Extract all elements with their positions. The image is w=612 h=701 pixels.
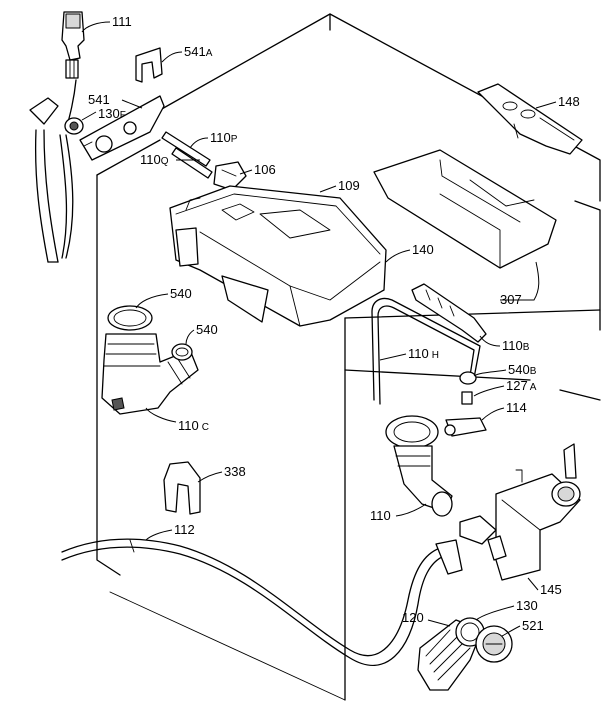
nut-130f xyxy=(64,117,84,135)
callout-110q: 110Q xyxy=(140,152,169,167)
callout-541a: 541A xyxy=(184,44,213,59)
clamp-540 xyxy=(171,343,193,361)
inlet-valve-111 xyxy=(61,11,85,79)
callout-109: 109 xyxy=(338,178,360,193)
clamp-540b xyxy=(459,371,477,385)
callout-148: 148 xyxy=(558,94,580,109)
callout-540-top: 540 xyxy=(170,286,192,301)
hose-110b xyxy=(411,283,487,343)
part-106 xyxy=(213,161,247,191)
tubes-110p-110q xyxy=(161,131,213,179)
callout-114: 114 xyxy=(506,400,527,415)
callout-106: 106 xyxy=(254,162,276,177)
detergent-drawer-307 xyxy=(373,149,557,269)
callout-338: 338 xyxy=(224,464,246,479)
inlet-hose xyxy=(29,79,77,263)
callout-541: 541 xyxy=(88,92,110,107)
bellows-110c xyxy=(101,333,199,415)
callout-111: 111 xyxy=(112,14,132,29)
callout-145: 145 xyxy=(540,582,562,597)
callout-140: 140 xyxy=(412,242,434,257)
drain-pump-145 xyxy=(459,443,581,581)
callout-112: 112 xyxy=(174,522,195,537)
callout-521: 521 xyxy=(522,618,544,633)
part-114 xyxy=(444,417,487,437)
pipe-110h xyxy=(371,297,481,405)
cabinet-outline xyxy=(96,13,601,701)
leader-lines xyxy=(81,21,557,637)
callout-labels: 111 541A 541 130F 110P 110Q 106 109 148 … xyxy=(88,14,580,633)
clip-338 xyxy=(163,461,201,515)
part-127a xyxy=(461,391,473,405)
bracket-541 xyxy=(79,95,165,161)
cap-521 xyxy=(475,625,513,663)
bellows-110 xyxy=(385,415,453,517)
callout-540b: 540B xyxy=(508,362,537,377)
callout-110: 110 xyxy=(370,508,391,523)
callout-120: 120 xyxy=(402,610,424,625)
callout-130: 130 xyxy=(516,598,538,613)
drain-hose-112 xyxy=(61,538,463,666)
callout-110p: 110P xyxy=(210,130,238,145)
callout-540-mid: 540 xyxy=(196,322,218,337)
clip-541a xyxy=(135,47,163,83)
dispenser-lid-148 xyxy=(477,83,583,155)
dispenser-housing-109 xyxy=(169,185,387,327)
callout-307: 307 xyxy=(500,292,522,307)
seal-ring-540 xyxy=(107,305,153,331)
callout-110b: 110B xyxy=(502,338,530,353)
callout-130f: 130F xyxy=(98,106,126,121)
